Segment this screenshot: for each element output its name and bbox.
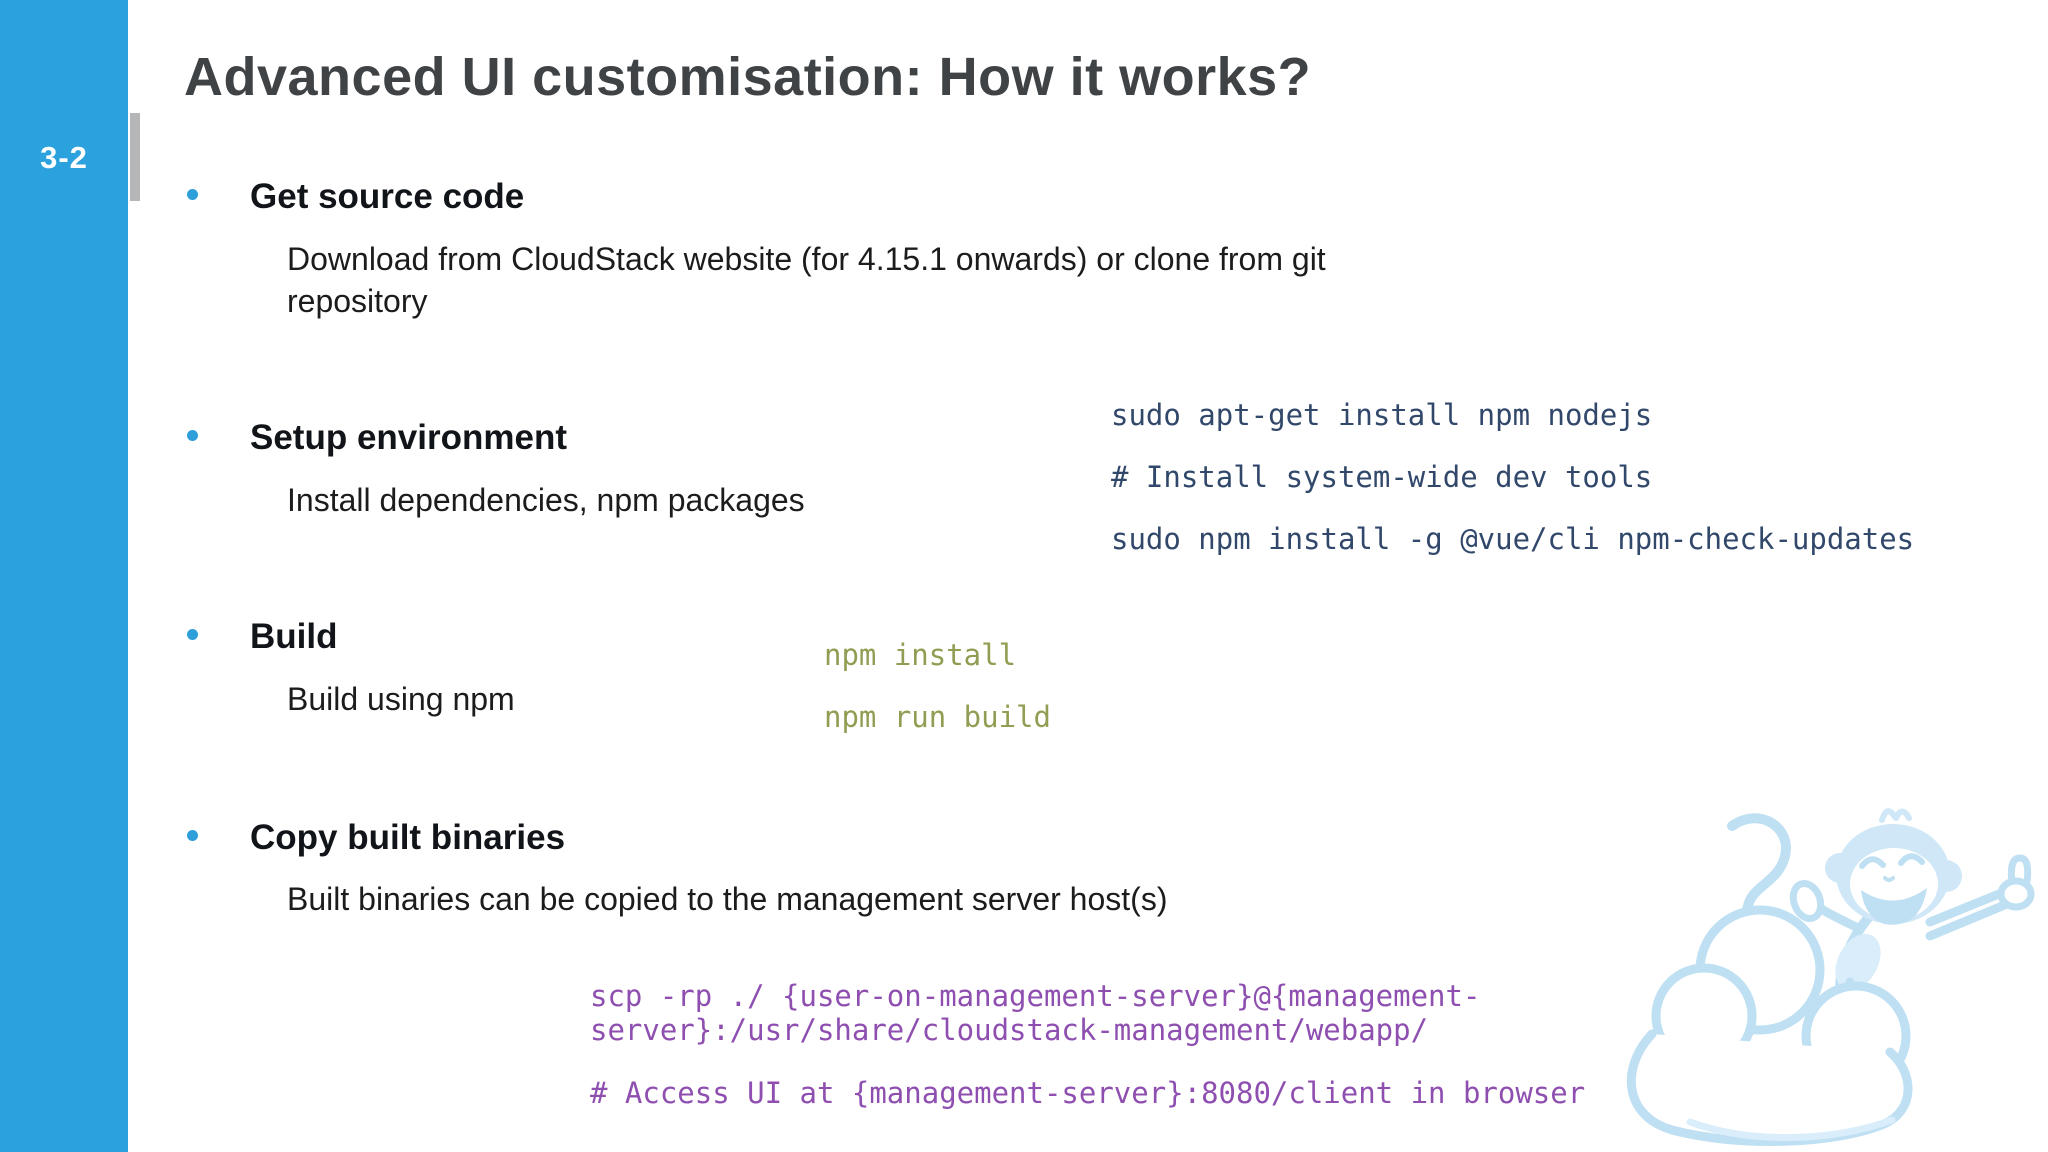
code-line: scp -rp ./ {user-on-management-server}@{… [590, 979, 1481, 1047]
cloudmonkey-mascot-icon [1626, 808, 2035, 1146]
bullet-heading-build: Build [250, 617, 338, 656]
bullet-icon [187, 189, 198, 200]
bullet-icon [187, 629, 198, 640]
sidebar-tab-marker [130, 113, 140, 201]
bullet-heading-copy-built-binaries: Copy built binaries [250, 818, 566, 857]
sidebar-band [0, 0, 128, 1152]
code-line: sudo npm install -g @vue/cli npm-check-u… [1111, 522, 1915, 556]
code-block-build: npm install npm run build [824, 640, 1051, 732]
slide-title: Advanced UI customisation: How it works? [184, 47, 1312, 107]
bullet-heading-setup-environment: Setup environment [250, 418, 567, 457]
code-line: npm install [824, 638, 1017, 672]
code-block-copy-binaries: scp -rp ./ {user-on-management-server}@{… [590, 979, 1638, 1110]
code-line: # Install system-wide dev tools [1111, 460, 1653, 494]
bullet-body-copy-built-binaries: Built binaries can be copied to the mana… [287, 881, 1168, 917]
bullet-icon [187, 430, 198, 441]
bullet-body-build: Build using npm [287, 681, 515, 717]
bullet-body-get-source-code: Download from CloudStack website (for 4.… [287, 241, 1326, 319]
code-line: npm run build [824, 700, 1051, 734]
bullet-body-setup-environment: Install dependencies, npm packages [287, 482, 805, 518]
code-line: sudo apt-get install npm nodejs [1111, 398, 1653, 432]
code-line: # Access UI at {management-server}:8080/… [590, 1076, 1586, 1110]
code-block-setup-environment: sudo apt-get install npm nodejs # Instal… [1111, 400, 1914, 554]
slide-number: 3-2 [40, 140, 88, 175]
bullet-icon [187, 830, 198, 841]
bullet-heading-get-source-code: Get source code [250, 177, 525, 216]
